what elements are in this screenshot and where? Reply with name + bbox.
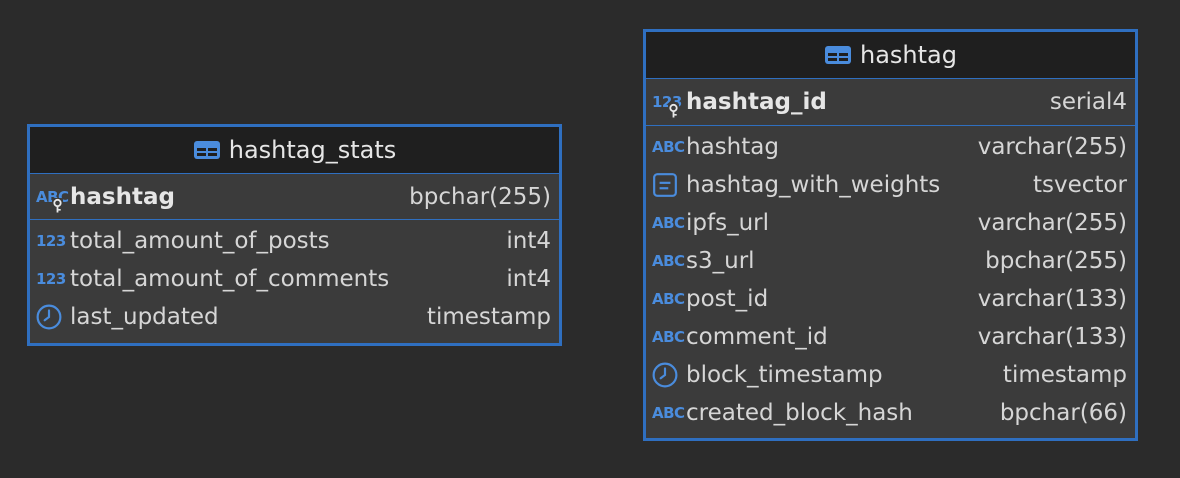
column-row[interactable]: ABC comment_id varchar(133)	[646, 318, 1135, 356]
column-row[interactable]: last_updated timestamp	[30, 298, 559, 336]
column-type: bpchar(255)	[409, 183, 551, 210]
column-name: post_id	[686, 286, 769, 312]
text-icon: ABC	[652, 252, 685, 270]
column-name: hashtag_id	[686, 89, 827, 115]
table-title: hashtag_stats	[228, 136, 397, 164]
numeric-icon: 123	[36, 232, 66, 250]
column-type: bpchar(66)	[999, 400, 1127, 426]
table-header: hashtag	[646, 32, 1135, 79]
column-name: created_block_hash	[686, 400, 913, 426]
column-row[interactable]: ABC s3_url bpchar(255)	[646, 242, 1135, 280]
column-name: block_timestamp	[686, 362, 883, 388]
primary-key-row[interactable]: ABC hashtag bpchar(255)	[30, 174, 559, 220]
text-icon: ABC	[652, 328, 685, 346]
column-row[interactable]: hashtag_with_weights tsvector	[646, 166, 1135, 204]
column-type: varchar(133)	[977, 324, 1127, 350]
table-hashtag-stats[interactable]: hashtag_stats ABC hashtag bpchar(255) 12…	[27, 124, 562, 346]
column-list: 123 total_amount_of_posts int4 123 total…	[30, 220, 559, 340]
text-icon: ABC	[652, 404, 685, 422]
column-type: varchar(255)	[977, 134, 1127, 160]
numeric-key-icon: 123	[652, 93, 686, 119]
column-row[interactable]: 123 total_amount_of_posts int4	[30, 222, 559, 260]
text-icon: ABC	[652, 214, 685, 232]
column-type: int4	[506, 266, 551, 292]
column-type: tsvector	[1033, 172, 1127, 198]
column-row[interactable]: ABC created_block_hash bpchar(66)	[646, 394, 1135, 432]
document-icon	[652, 172, 686, 198]
table-icon	[825, 46, 851, 64]
column-type: timestamp	[1002, 362, 1127, 388]
column-type: int4	[506, 228, 551, 254]
column-name: s3_url	[686, 248, 755, 274]
column-name: ipfs_url	[686, 210, 769, 236]
text-icon: ABC	[652, 138, 685, 156]
column-row[interactable]: ABC post_id varchar(133)	[646, 280, 1135, 318]
column-name: total_amount_of_posts	[70, 228, 330, 254]
table-hashtag[interactable]: hashtag 123 hashtag_id serial4 ABC hasht…	[643, 29, 1138, 441]
text-icon: ABC	[652, 290, 685, 308]
column-name: hashtag	[70, 183, 175, 210]
column-type: serial4	[1049, 89, 1127, 115]
table-icon	[193, 141, 220, 159]
clock-icon	[652, 362, 686, 388]
table-header: hashtag_stats	[30, 127, 559, 174]
column-name: last_updated	[70, 304, 219, 330]
column-row[interactable]: ABC hashtag varchar(255)	[646, 128, 1135, 166]
column-type: varchar(255)	[977, 210, 1127, 236]
column-type: bpchar(255)	[985, 248, 1127, 274]
column-name: hashtag	[686, 134, 779, 160]
column-row[interactable]: block_timestamp timestamp	[646, 356, 1135, 394]
column-row[interactable]: 123 total_amount_of_comments int4	[30, 260, 559, 298]
table-title: hashtag	[860, 41, 957, 69]
column-row[interactable]: ABC ipfs_url varchar(255)	[646, 204, 1135, 242]
column-type: varchar(133)	[977, 286, 1127, 312]
clock-icon	[36, 304, 70, 330]
numeric-icon: 123	[36, 270, 66, 288]
column-type: timestamp	[426, 304, 551, 330]
column-name: hashtag_with_weights	[686, 172, 941, 198]
abc-key-icon: ABC	[36, 188, 70, 214]
column-name: comment_id	[686, 324, 828, 350]
column-list: ABC hashtag varchar(255) hashtag_with_we…	[646, 126, 1135, 436]
primary-key-row[interactable]: 123 hashtag_id serial4	[646, 79, 1135, 126]
column-name: total_amount_of_comments	[70, 266, 390, 292]
